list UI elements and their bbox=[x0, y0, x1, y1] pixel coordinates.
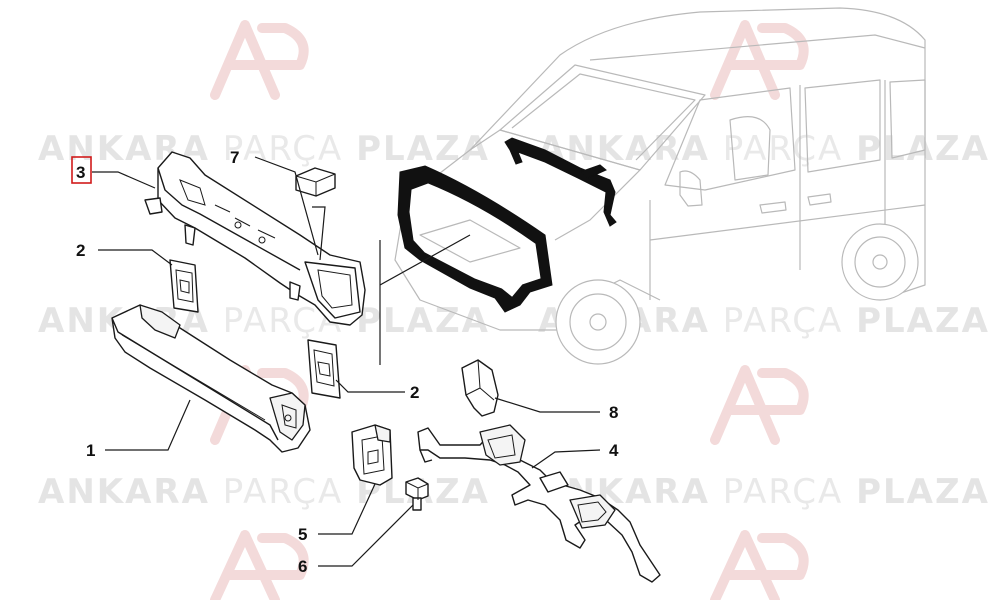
callout-7[interactable]: 7 bbox=[230, 148, 239, 167]
wm-word-3: PLAZA bbox=[856, 472, 990, 512]
wm-word-3: PLAZA bbox=[856, 301, 990, 341]
svg-text:ANKARA PARÇA PLAZA: ANKARA PARÇA PLAZA bbox=[38, 129, 490, 169]
part-3-upper-crossmember bbox=[144, 151, 366, 326]
leader-6 bbox=[318, 504, 414, 567]
svg-text:ANKARA PARÇA PLAZA: ANKARA PARÇA PLAZA bbox=[538, 129, 990, 169]
leader-8 bbox=[494, 397, 600, 413]
callout-3-highlight-box bbox=[71, 156, 92, 184]
callout-3[interactable]: 3 bbox=[76, 163, 85, 182]
callouts: 3 7 2 2 1 8 4 5 6 bbox=[71, 148, 619, 576]
part-1-bumper-beam bbox=[111, 304, 311, 453]
svg-text:ANKARA PARÇA PLAZA: ANKARA PARÇA PLAZA bbox=[38, 301, 490, 341]
wm-word-2: PARÇA bbox=[723, 472, 844, 512]
wm-word-3: PLAZA bbox=[856, 129, 990, 169]
callout-2-upper[interactable]: 2 bbox=[76, 241, 85, 260]
callout-4[interactable]: 4 bbox=[609, 441, 619, 460]
wm-word-2: PARÇA bbox=[223, 472, 344, 512]
watermark: ANKARA PARÇA PLAZA ANKARA PARÇA PLAZA AN… bbox=[38, 20, 990, 600]
callout-1[interactable]: 1 bbox=[86, 441, 95, 460]
leader-1 bbox=[105, 399, 191, 451]
part-6-bolt bbox=[405, 477, 429, 511]
vehicle-pointer-line bbox=[379, 234, 471, 286]
leader-5 bbox=[318, 483, 376, 535]
callout-8[interactable]: 8 bbox=[609, 403, 618, 422]
wm-word-1: ANKARA bbox=[38, 472, 210, 512]
watermark-text-row: ANKARA PARÇA PLAZA ANKARA PARÇA PLAZA AN… bbox=[38, 129, 990, 512]
part-2-bracket-plate-upper bbox=[169, 259, 199, 313]
rear-wheel bbox=[841, 223, 919, 301]
leader-7 bbox=[254, 156, 326, 261]
leader-2-lower bbox=[335, 379, 405, 393]
wm-word-2: PARÇA bbox=[223, 129, 344, 169]
leader-4 bbox=[531, 449, 601, 469]
leader-lines bbox=[92, 156, 601, 567]
wm-word-3: PLAZA bbox=[356, 301, 490, 341]
callout-6[interactable]: 6 bbox=[298, 557, 307, 576]
wm-word-2: PARÇA bbox=[723, 301, 844, 341]
part-8-bracket bbox=[461, 359, 499, 417]
leader-3 bbox=[92, 171, 156, 189]
vehicle-outline bbox=[394, 7, 926, 365]
wm-word-3: PLAZA bbox=[356, 129, 490, 169]
vehicle-wiring-harness bbox=[504, 137, 617, 227]
part-5-mounting-bracket bbox=[351, 424, 393, 486]
front-wheel bbox=[555, 279, 641, 365]
part-2-bracket-plate-lower bbox=[307, 339, 341, 399]
callout-2-lower[interactable]: 2 bbox=[410, 383, 419, 402]
vehicle-front-panel bbox=[397, 165, 553, 313]
part-4-wiring-harness bbox=[417, 424, 661, 583]
wm-word-2: PARÇA bbox=[723, 129, 844, 169]
part-7-clip bbox=[295, 167, 336, 197]
callout-5[interactable]: 5 bbox=[298, 525, 307, 544]
leader-2-upper bbox=[98, 249, 173, 266]
